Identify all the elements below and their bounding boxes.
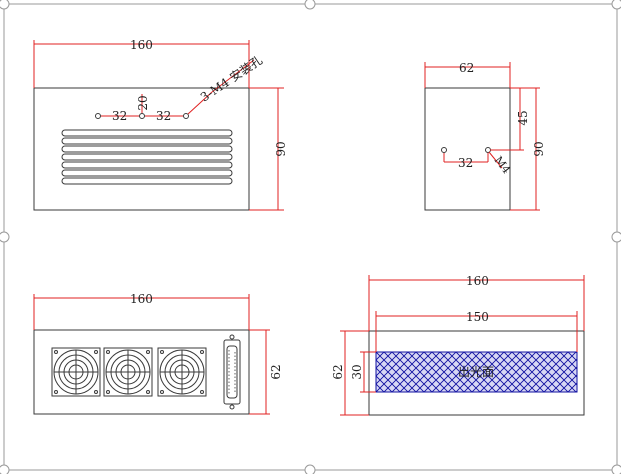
rear-height-label: 62 xyxy=(269,364,283,379)
top-hole-offset: 20 xyxy=(136,95,150,110)
top-hole-spacing-2: 32 xyxy=(156,109,171,123)
aperture-label: 出光面 xyxy=(458,365,494,379)
top-hole-note: 3-M4 安装孔 xyxy=(197,52,265,104)
front-view-dimensions xyxy=(340,275,585,416)
top-hole-spacing-1: 32 xyxy=(112,109,127,123)
aperture-area xyxy=(375,351,578,393)
top-width-label: 160 xyxy=(130,38,153,52)
mounting-holes xyxy=(95,113,189,119)
side-holes xyxy=(441,147,491,153)
rear-view: 160 62 xyxy=(33,292,283,415)
side-view-dimensions xyxy=(424,62,540,211)
top-view: 160 90 32 32 20 3-M4 安装孔 xyxy=(33,38,288,211)
front-view: 出光面 160 150 62 30 xyxy=(331,274,585,416)
front-view-body xyxy=(368,330,585,416)
side-height-label: 90 xyxy=(532,141,546,156)
front-outer-width-label: 160 xyxy=(466,274,489,288)
fan-3 xyxy=(157,347,207,397)
side-view: 62 90 45 32 M4 xyxy=(424,61,546,211)
front-height-label: 62 xyxy=(331,364,345,379)
front-inner-width-label: 150 xyxy=(466,310,489,324)
aperture-height-label: 30 xyxy=(350,364,364,379)
side-hole-offset: 45 xyxy=(516,110,530,125)
fan-1 xyxy=(51,347,101,397)
rear-width-label: 160 xyxy=(130,292,153,306)
rear-view-dimensions xyxy=(33,294,270,415)
side-hole-spacing: 32 xyxy=(458,156,473,170)
side-width-label: 62 xyxy=(459,61,474,75)
top-view-body xyxy=(33,87,250,211)
fan-2 xyxy=(103,347,153,397)
top-view-dimensions xyxy=(33,40,284,211)
vent-slots xyxy=(61,129,233,185)
db25-connector xyxy=(223,334,241,410)
top-height-label: 90 xyxy=(274,141,288,156)
rear-view-body xyxy=(33,329,250,415)
side-view-body xyxy=(424,87,511,211)
